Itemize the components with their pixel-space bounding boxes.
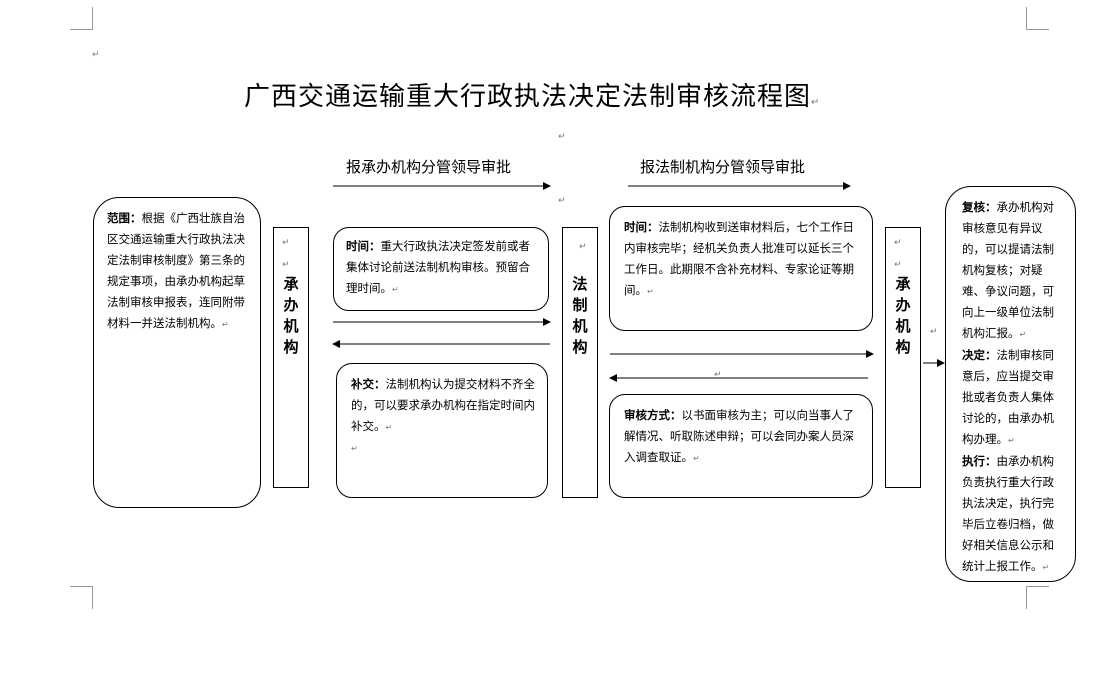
page-corner-bottom-left [70,586,93,609]
vertical-char: 机 [283,317,299,335]
vertical-char: 构 [572,338,588,356]
submit-time-text: 重大行政执法决定签发前或者集体讨论前送法制机构审核。预留合理时间。 [346,239,530,295]
vertical-char: 法 [572,275,588,293]
undertaker-right-label: 承办机构 [886,274,920,358]
paragraph-mark: ↵ [930,327,938,337]
review-time-box: 时间：法制机构收到送审材料后，七个工作日内审核完毕；经机关负责人批准可以延长三个… [609,206,873,331]
decide-label: 决定： [962,348,997,362]
paragraph-mark: ↵ [92,50,100,60]
execute-label: 执行： [962,454,997,468]
scope-text: 根据《广西壮族自治区交通运输重大行政执法决定法制审核制度》第三条的规定事项，由承… [107,211,245,330]
scope-label: 范围： [107,211,142,225]
paragraph-mark: ↵ [558,132,566,142]
vertical-char: 制 [572,296,588,314]
title-text: 广西交通运输重大行政执法决定法制审核流程图 [244,82,812,112]
execute-text: 由承办机构负责执行重大行政执法决定，执行完毕后立卷归档，做好相关信息公示和统计上… [962,454,1054,573]
legal-label: 法制机构 [563,274,597,358]
label-to-legal-leader: 报法制机构分管领导审批 [640,158,806,176]
undertaker-column-left: ↵ ↵ 承办机构 [273,227,309,488]
vertical-char: 机 [572,317,588,335]
supplement-label: 补交： [351,377,386,391]
recheck-label: 复核： [962,200,997,214]
page-title: 广西交通运输重大行政执法决定法制审核流程图↵ [244,82,821,112]
decide-text: 法制审核同意后，应当提交审批或者负责人集体讨论的，由承办机构办理。 [962,348,1054,446]
submit-time-label: 时间： [346,239,381,253]
vertical-char: 机 [895,317,911,335]
paragraph-mark: ↵ [558,196,566,206]
vertical-char: 承 [895,275,911,293]
paragraph-mark: ↵ [714,370,722,380]
review-method-box: 审核方式：以书面审核为主；可以向当事人了解情况、听取陈述申辩；可以会同办案人员深… [609,394,873,498]
review-method-label: 审核方式： [624,408,682,422]
undertaker-column-right: ↵ ↵ 承办机构 [885,227,921,488]
vertical-char: 办 [895,296,911,314]
supplement-box: 补交：法制机构认为提交材料不齐全的，可以要求承办机构在指定时间内补交。↵ ↵ [336,363,548,498]
review-time-label: 时间： [624,220,659,234]
label-to-undertaker-leader: 报承办机构分管领导审批 [346,158,512,176]
final-steps-box: 复核：承办机构对审核意见有异议的，可以提请法制机构复核；对疑难、争议问题，可向上… [945,186,1076,582]
vertical-char: 构 [283,338,299,356]
review-method-text: 以书面审核为主；可以向当事人了解情况、听取陈述申辩；可以会同办案人员深入调查取证… [624,408,854,464]
supplement-text: 法制机构认为提交材料不齐全的，可以要求承办机构在指定时间内补交。 [351,377,535,433]
undertaker-left-label: 承办机构 [274,274,308,358]
vertical-char: 办 [283,296,299,314]
vertical-char: 构 [895,338,911,356]
vertical-char: 承 [283,275,299,293]
page-corner-top-right [1026,7,1049,30]
review-time-text: 法制机构收到送审材料后，七个工作日内审核完毕；经机关负责人批准可以延长三个工作日… [624,220,854,297]
legal-column: ↵ 法制机构 [562,227,598,498]
page-corner-bottom-right [1026,586,1049,609]
page-corner-top-left [70,7,93,30]
submit-time-box: 时间：重大行政执法决定签发前或者集体讨论前送法制机构审核。预留合理时间。↵ [333,227,549,311]
recheck-text: 承办机构对审核意见有异议的，可以提请法制机构复核；对疑难、争议问题，可向上一级单… [962,200,1054,340]
scope-box: 范围：根据《广西壮族自治区交通运输重大行政执法决定法制审核制度》第三条的规定事项… [93,197,261,508]
